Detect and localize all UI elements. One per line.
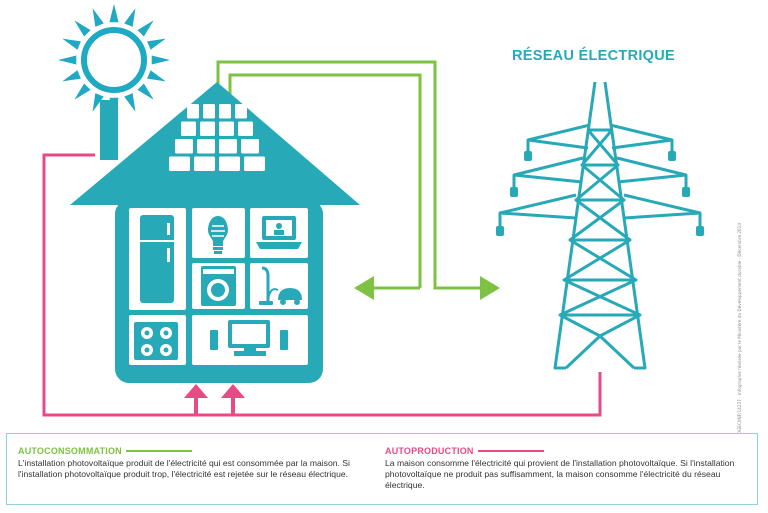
sun-ray (58, 55, 76, 64)
solar-cell (200, 122, 215, 137)
legend-title-autoproduction: AUTOPRODUCTION (385, 446, 474, 456)
solar-cell (235, 104, 247, 119)
sun-ray (62, 39, 81, 50)
washing-machine-icon (201, 266, 236, 306)
sun-ray (152, 55, 170, 64)
solar-cell (219, 139, 237, 154)
solar-cell (244, 157, 265, 172)
solar-cell (194, 157, 215, 172)
solar-cell (203, 104, 215, 119)
solar-cell (197, 139, 215, 154)
solar-cell (187, 104, 199, 119)
sun-ray (137, 20, 153, 36)
solar-cell (219, 157, 240, 172)
legend-autoproduction: AUTOPRODUCTION La maison consomme l'élec… (385, 446, 750, 490)
legend-text-autoconsommation: L'installation photovoltaïque produit de… (18, 458, 368, 480)
solar-cell (181, 122, 196, 137)
solar-cell (241, 139, 259, 154)
sun-ray (74, 20, 90, 36)
solar-cell (238, 122, 253, 137)
pink-line-swatch (478, 450, 544, 452)
energy-flow-diagram (0, 0, 768, 430)
sun-ray (62, 70, 81, 81)
grid-title: RÉSEAU ÉLECTRIQUE (512, 48, 692, 64)
autoproduction-arrows (184, 384, 245, 416)
sun-ray (124, 8, 135, 27)
legend-autoconsommation: AUTOCONSOMMATION L'installation photovol… (18, 446, 368, 480)
sun-ray (147, 39, 166, 50)
laptop-icon (256, 216, 302, 249)
transmission-tower-icon (500, 82, 700, 368)
sun-ray (93, 8, 104, 27)
legend-text-autoproduction: La maison consomme l'électricité qui pro… (385, 458, 750, 490)
sun-ray (109, 4, 118, 22)
legend-box: AUTOCONSOMMATION L'installation photovol… (6, 433, 758, 505)
sun-ray (74, 83, 90, 99)
green-line-swatch (126, 450, 192, 452)
sun-ray (137, 83, 153, 99)
sun-ray (147, 70, 166, 81)
solar-cell (219, 122, 234, 137)
solar-cell (175, 139, 193, 154)
sun-icon (58, 4, 170, 116)
legend-title-autoconsommation: AUTOCONSOMMATION (18, 446, 122, 456)
cooktop-icon (134, 322, 178, 360)
fridge-icon (140, 215, 174, 303)
solar-cell (169, 157, 190, 172)
solar-cell (219, 104, 231, 119)
credit-text: DICOM-DGEC/INF/14237 - Infographie réali… (737, 150, 745, 450)
sun-ray (124, 93, 135, 112)
